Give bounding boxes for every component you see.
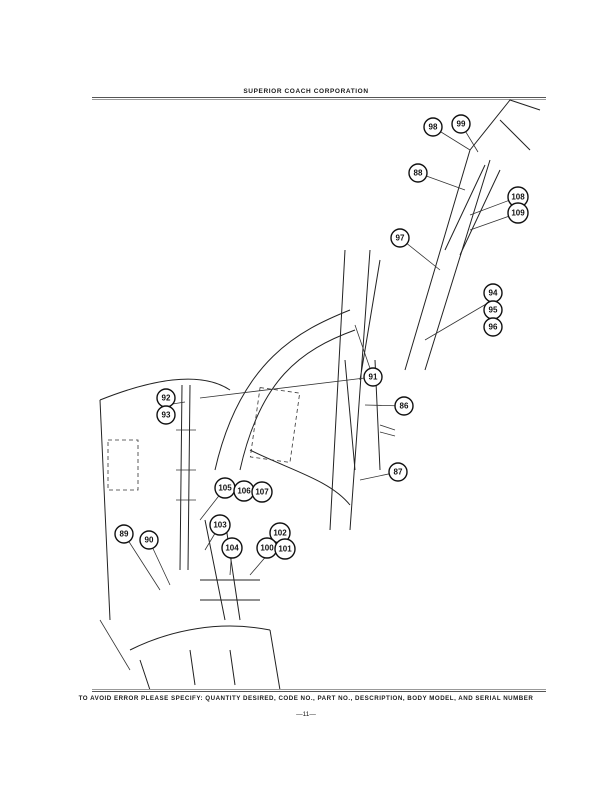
callout-93: 93 (156, 405, 176, 425)
callout-number: 86 (400, 402, 409, 411)
callout-circle (139, 530, 159, 550)
page-header: SUPERIOR COACH CORPORATION (243, 88, 369, 95)
callout-104: 104 (221, 537, 243, 559)
callout-number: 103 (213, 521, 227, 530)
callout-number: 91 (369, 373, 378, 382)
callout-87: 87 (388, 462, 408, 482)
footer-rule-secondary (92, 689, 546, 690)
callout-number: 99 (457, 120, 466, 129)
callout-circle (388, 462, 408, 482)
callout-circle (423, 117, 443, 137)
callout-number: 87 (394, 468, 403, 477)
callout-circle (507, 202, 529, 224)
callout-circle (114, 524, 134, 544)
callout-99: 99 (451, 114, 471, 134)
callout-circle (394, 396, 414, 416)
callout-number: 98 (429, 123, 438, 132)
callout-90: 90 (139, 530, 159, 550)
callout-96: 96 (483, 317, 503, 337)
callout-circle (209, 514, 231, 536)
callout-circle (156, 405, 176, 425)
callout-91: 91 (363, 367, 383, 387)
callout-circle (363, 367, 383, 387)
callout-101: 101 (274, 538, 296, 560)
callout-number: 102 (273, 529, 287, 538)
header-rule-secondary (92, 99, 546, 100)
callout-labels: 98 99 88 108 109 97 94 95 96 91 86 87 92 93 105 106 107 1… (114, 114, 529, 560)
callout-number: 104 (225, 544, 239, 553)
callout-86: 86 (394, 396, 414, 416)
callout-number: 100 (260, 544, 274, 553)
callout-number: 108 (511, 193, 525, 202)
callout-number: 92 (162, 394, 171, 403)
callout-circle (451, 114, 471, 134)
callout-number: 101 (278, 545, 292, 554)
callout-106: 106 (233, 480, 255, 502)
callout-number: 94 (489, 289, 498, 298)
header-rule (92, 97, 546, 98)
callout-circle (408, 163, 428, 183)
callout-88: 88 (408, 163, 428, 183)
callout-number: 93 (162, 411, 171, 420)
callout-100: 100 (256, 537, 278, 559)
callout-number: 88 (414, 169, 423, 178)
callout-number: 96 (489, 323, 498, 332)
callout-circle (390, 228, 410, 248)
callout-circle (251, 481, 273, 503)
callout-109: 109 (507, 202, 529, 224)
ordering-notice: TO AVOID ERROR PLEASE SPECIFY: QUANTITY … (78, 695, 534, 702)
page-number: —11— (296, 711, 316, 718)
callout-number: 105 (218, 484, 232, 493)
callout-number: 97 (396, 234, 405, 243)
callout-103: 103 (209, 514, 231, 536)
diagram-linework (99, 99, 541, 691)
callout-number: 95 (489, 306, 498, 315)
footer-rule (92, 691, 546, 692)
callout-number: 107 (255, 488, 269, 497)
callout-number: 106 (237, 487, 251, 496)
callout-circle (274, 538, 296, 560)
callout-number: 90 (145, 536, 154, 545)
callout-105: 105 (214, 477, 236, 499)
callout-number: 89 (120, 530, 129, 539)
callout-98: 98 (423, 117, 443, 137)
callout-107: 107 (251, 481, 273, 503)
callout-number: 109 (511, 209, 525, 218)
callout-89: 89 (114, 524, 134, 544)
callout-92: 92 (156, 388, 176, 408)
leader-lines (123, 123, 519, 591)
callout-97: 97 (390, 228, 410, 248)
callout-94: 94 (483, 283, 503, 303)
callout-circle (483, 317, 503, 337)
callout-circle (221, 537, 243, 559)
callout-95: 95 (483, 300, 503, 320)
